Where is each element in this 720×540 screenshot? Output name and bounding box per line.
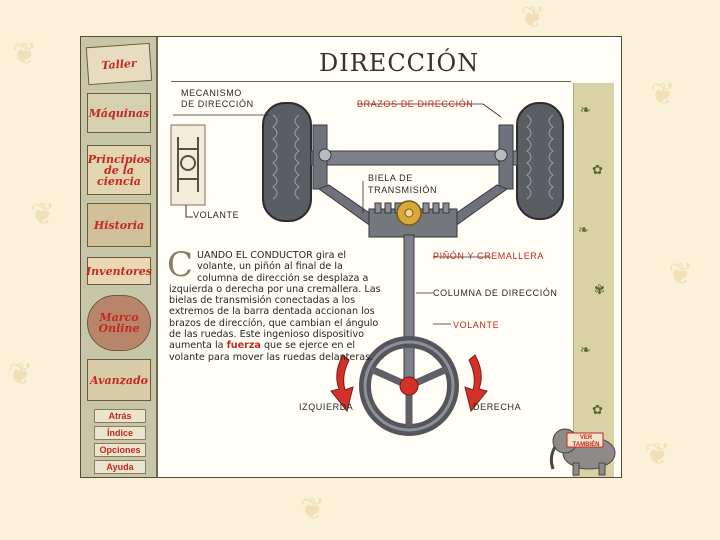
- label-tie-rod: BIELA DE: [368, 173, 413, 183]
- front-axle: [310, 150, 518, 166]
- index-button[interactable]: Índice: [94, 426, 146, 440]
- label-steering-wheel: VOLANTE: [453, 320, 500, 330]
- decorative-strip: ❧ ✿ ❧ ✾ ❧ ✿: [573, 83, 614, 477]
- leaf-icon: ✿: [592, 163, 603, 178]
- drop-cap: C: [167, 245, 194, 285]
- bg-swirl: ❦: [668, 257, 694, 292]
- leaf-icon: ❧: [580, 103, 591, 118]
- right-tire: [516, 102, 564, 220]
- sidebar-card-label: Principios de la ciencia: [87, 152, 151, 188]
- right-arrow-icon: [464, 354, 488, 413]
- label-right: DERECHA: [473, 402, 522, 412]
- leaf-icon: ✿: [592, 403, 603, 418]
- options-button[interactable]: Opciones: [94, 443, 146, 457]
- leader-lines: [173, 103, 502, 325]
- sidebar-card-historia[interactable]: Historia: [87, 203, 151, 247]
- label-wheel-small: VOLANTE: [193, 210, 240, 220]
- label-steering-column: COLUMNA DE DIRECCIÓN: [433, 288, 558, 298]
- body-paragraph-1: UANDO EL CONDUCTOR gira el volante, un p…: [169, 250, 381, 352]
- bg-swirl: ❦: [645, 437, 671, 472]
- pinion-gear: [396, 200, 422, 226]
- see-also-label[interactable]: VER TAMBIÉN: [572, 435, 600, 448]
- leaf-icon: ❧: [578, 223, 589, 238]
- steering-column: [403, 234, 415, 380]
- sidebar-card-label: Máquinas: [88, 106, 150, 120]
- bg-swirl: ❦: [8, 357, 34, 392]
- bg-swirl: ❦: [520, 0, 546, 35]
- sidebar-card-marco-online[interactable]: Marco Online: [87, 295, 151, 351]
- sidebar: Taller Máquinas Principios de la ciencia…: [81, 37, 158, 477]
- back-button[interactable]: Atrás: [94, 409, 146, 423]
- bg-swirl: ❦: [300, 492, 326, 527]
- body-paragraph-2: que se ejerce en el volante para mover l…: [169, 340, 374, 363]
- left-arrow-icon: [330, 354, 354, 413]
- sidebar-card-avanzado[interactable]: Avanzado: [87, 359, 151, 401]
- steering-diagram: [170, 102, 616, 476]
- leaf-icon: ✾: [594, 283, 605, 298]
- sidebar-card-label: Historia: [93, 218, 145, 232]
- body-text: C UANDO EL CONDUCTOR gira el volante, un…: [167, 245, 381, 363]
- label-rack-and-pinion: PIÑÓN Y CREMALLERA: [433, 251, 544, 261]
- label-tie-rod-2: TRANSMISIÓN: [368, 185, 438, 195]
- page-title: DIRECCIÓN: [319, 49, 480, 77]
- label-mechanism-2: DE DIRECCIÓN: [181, 99, 254, 109]
- title-divider: [171, 81, 571, 82]
- sidebar-card-maquinas[interactable]: Máquinas: [87, 93, 151, 133]
- sidebar-card-label: Inventores: [86, 264, 152, 278]
- app-window: Taller Máquinas Principios de la ciencia…: [80, 36, 622, 478]
- sidebar-card-inventores[interactable]: Inventores: [86, 257, 152, 285]
- label-steering-arms: BRAZOS DE DIRECCIÓN: [357, 99, 474, 109]
- label-mechanism: MECANISMO: [181, 88, 242, 98]
- help-button[interactable]: Ayuda: [94, 460, 146, 474]
- bg-swirl: ❦: [30, 197, 56, 232]
- sidebar-card-label: Avanzado: [89, 373, 148, 387]
- see-also-elephant-icon[interactable]: [549, 428, 616, 476]
- left-tire: [262, 102, 312, 222]
- sidebar-card-principios[interactable]: Principios de la ciencia: [87, 145, 151, 195]
- body-highlight: fuerza: [226, 340, 261, 352]
- mechanism-inset: [170, 124, 206, 218]
- leaf-icon: ❧: [580, 343, 591, 358]
- bg-swirl: ❦: [650, 77, 676, 112]
- sidebar-card-label: Marco Online: [98, 311, 140, 335]
- bg-swirl: ❦: [12, 37, 38, 72]
- label-left: IZQUIERDA: [299, 402, 354, 412]
- steering-wheel: [359, 336, 459, 436]
